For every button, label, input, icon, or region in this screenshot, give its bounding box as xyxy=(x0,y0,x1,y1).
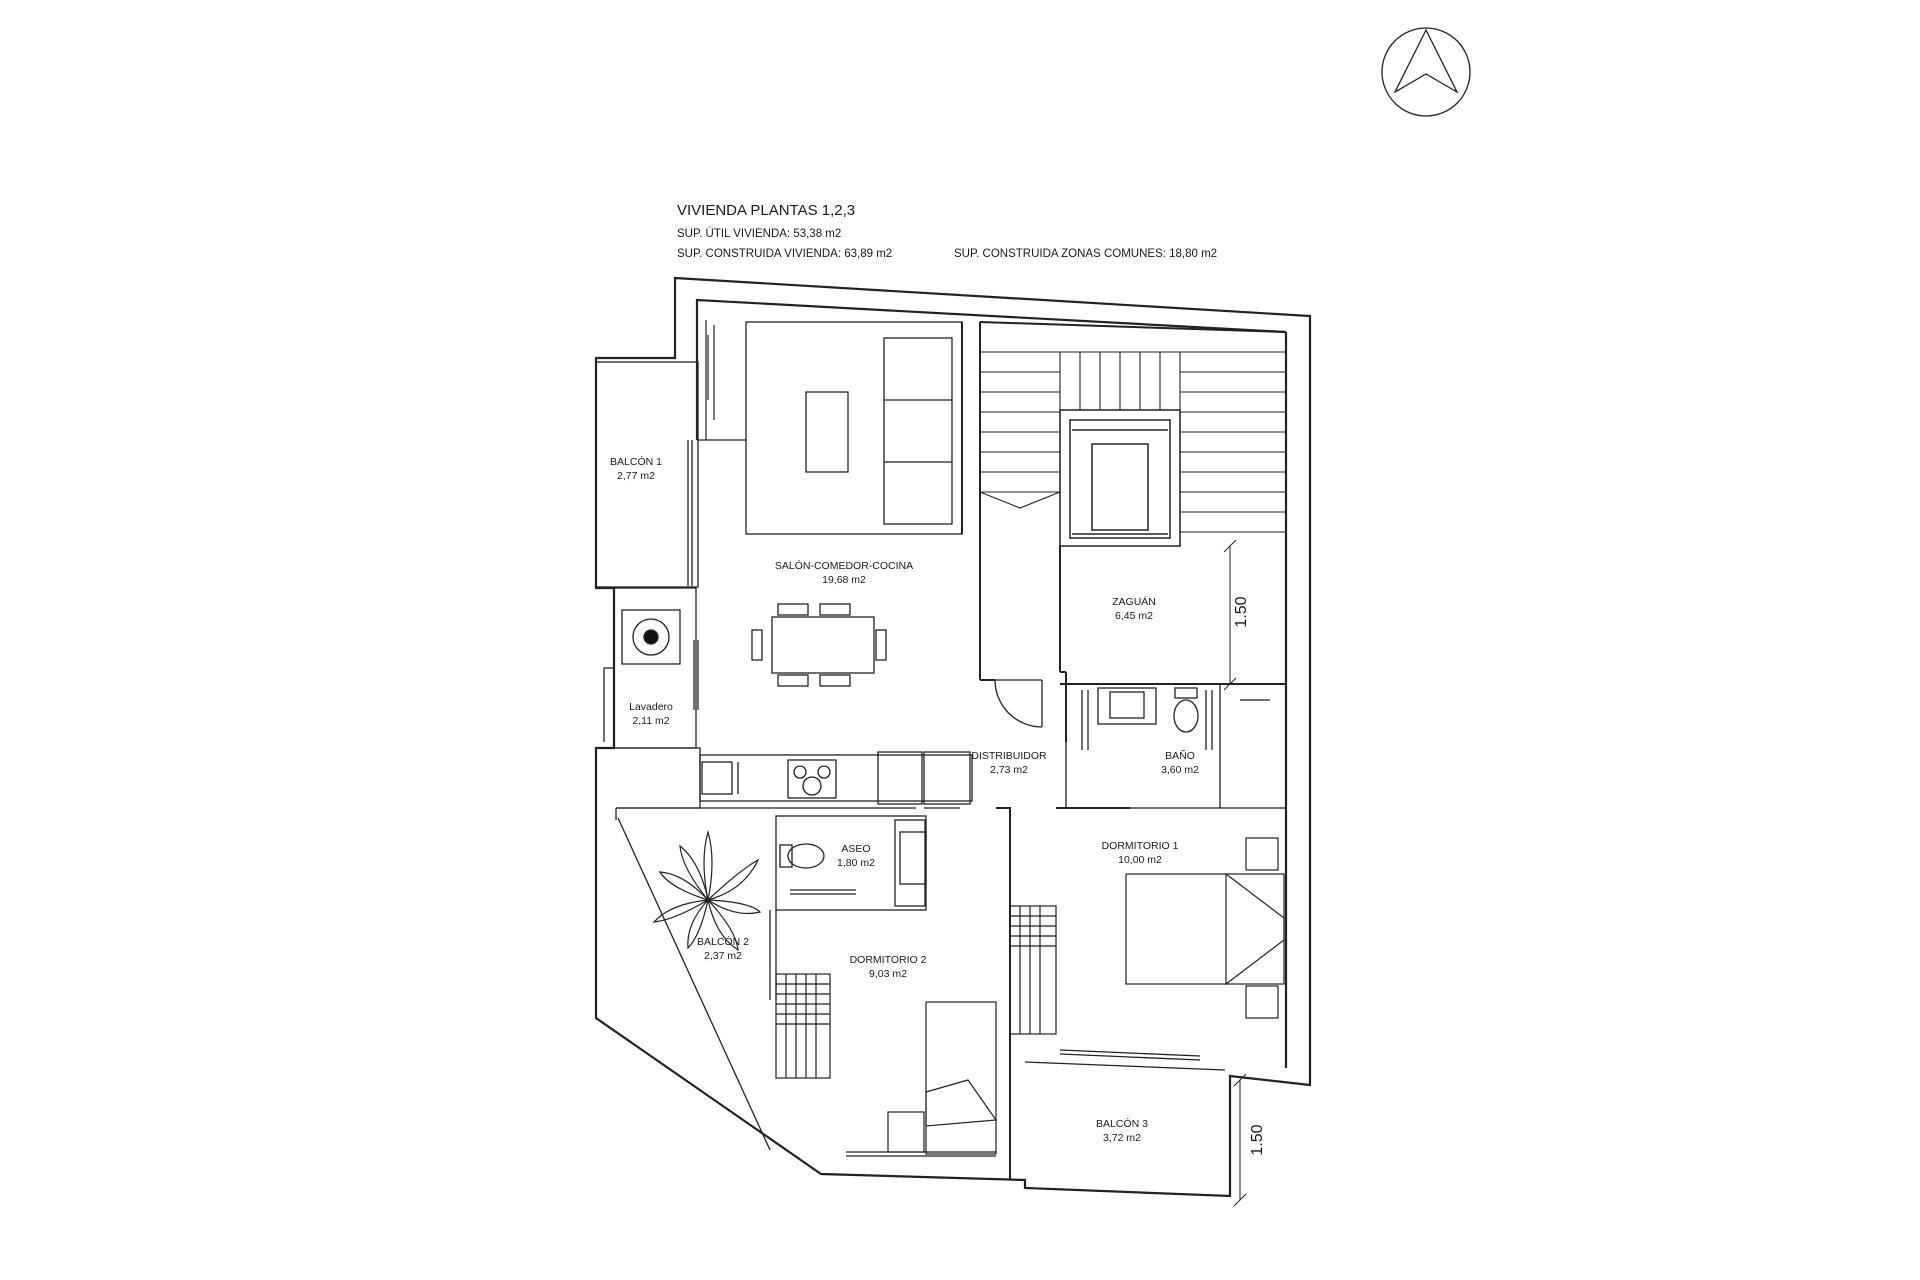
elevator xyxy=(1059,409,1181,547)
room-area: 6,45 m2 xyxy=(1115,610,1153,622)
room-label-bano: BAÑO 3,60 m2 xyxy=(1161,749,1199,776)
balcon2-walls xyxy=(615,808,771,1151)
dimension-label-zaguan: 1.50 xyxy=(1233,596,1250,627)
room-name: ASEO xyxy=(841,843,870,855)
dining-table xyxy=(751,603,887,687)
balcon3 xyxy=(1024,1049,1231,1196)
sofa-area xyxy=(745,321,963,535)
door-zaguan xyxy=(994,679,1043,728)
room-label-dormitorio2: DORMITORIO 2 9,03 m2 xyxy=(850,954,927,980)
room-name: BALCÓN 1 xyxy=(610,455,662,468)
room-name: DORMITORIO 2 xyxy=(850,954,927,966)
room-name: BAÑO xyxy=(1165,749,1195,762)
balcon1 xyxy=(595,361,699,588)
dimension-label-balcon3: 1.50 xyxy=(1249,1124,1266,1155)
sup-construida-label: SUP. CONSTRUIDA VIVIENDA: 63,89 m2 xyxy=(677,248,893,260)
room-name: ZAGUÁN xyxy=(1112,595,1156,608)
room-name: DISTRIBUIDOR xyxy=(971,750,1047,762)
sup-comunes-label: SUP. CONSTRUIDA ZONAS COMUNES: 18,80 m2 xyxy=(954,248,1218,260)
sup-util-label: SUP. ÚTIL VIVIENDA: 53,38 m2 xyxy=(677,228,842,240)
distribuidor-walls xyxy=(996,807,1130,1180)
room-label-dormitorio1: DORMITORIO 1 10,00 m2 xyxy=(1102,840,1179,866)
salon-walls xyxy=(961,321,1287,681)
dimension-balcon3 xyxy=(1233,1073,1247,1207)
room-label-salon: SALÓN-COMEDOR-COCINA 19,68 m2 xyxy=(775,559,913,586)
room-label-aseo: ASEO 1,80 m2 xyxy=(837,843,875,869)
room-name: DORMITORIO 1 xyxy=(1102,840,1179,852)
bano xyxy=(1065,683,1287,809)
room-label-balcon1: BALCÓN 1 2,77 m2 xyxy=(610,455,662,482)
room-name: Lavadero xyxy=(629,701,673,713)
room-name: BALCÓN 2 xyxy=(697,935,749,948)
room-area: 3,72 m2 xyxy=(1103,1132,1141,1144)
room-area: 10,00 m2 xyxy=(1118,854,1162,866)
room-area: 3,60 m2 xyxy=(1161,764,1199,776)
wardrobe-top-left xyxy=(697,320,746,441)
kitchen xyxy=(596,747,973,809)
north-arrow-icon xyxy=(1381,27,1471,117)
dormitorio1-furniture xyxy=(1009,837,1285,1035)
room-name: BALCÓN 3 xyxy=(1096,1117,1148,1130)
plant-icon xyxy=(652,829,762,952)
outer-walls xyxy=(594,276,1312,1198)
room-name: SALÓN-COMEDOR-COCINA xyxy=(775,559,913,572)
room-label-distribuidor: DISTRIBUIDOR 2,73 m2 xyxy=(971,750,1047,776)
room-area: 19,68 m2 xyxy=(822,574,866,586)
room-label-zaguan: ZAGUÁN 6,45 m2 xyxy=(1112,595,1156,622)
room-label-lavadero: Lavadero 2,11 m2 xyxy=(629,701,673,727)
room-label-balcon2: BALCÓN 2 2,37 m2 xyxy=(697,935,749,962)
room-area: 2,73 m2 xyxy=(990,764,1028,776)
dormitorio2-furniture xyxy=(775,973,998,1157)
room-label-balcon3: BALCÓN 3 3,72 m2 xyxy=(1096,1117,1148,1144)
zaguan-walls xyxy=(1059,546,1286,742)
room-area: 9,03 m2 xyxy=(869,968,907,980)
room-area: 2,11 m2 xyxy=(632,715,669,727)
plan-title: VIVIENDA PLANTAS 1,2,3 xyxy=(677,202,856,219)
room-area: 1,80 m2 xyxy=(837,857,875,869)
room-area: 2,37 m2 xyxy=(704,950,742,962)
room-area: 2,77 m2 xyxy=(617,470,655,482)
stair xyxy=(979,351,1286,546)
